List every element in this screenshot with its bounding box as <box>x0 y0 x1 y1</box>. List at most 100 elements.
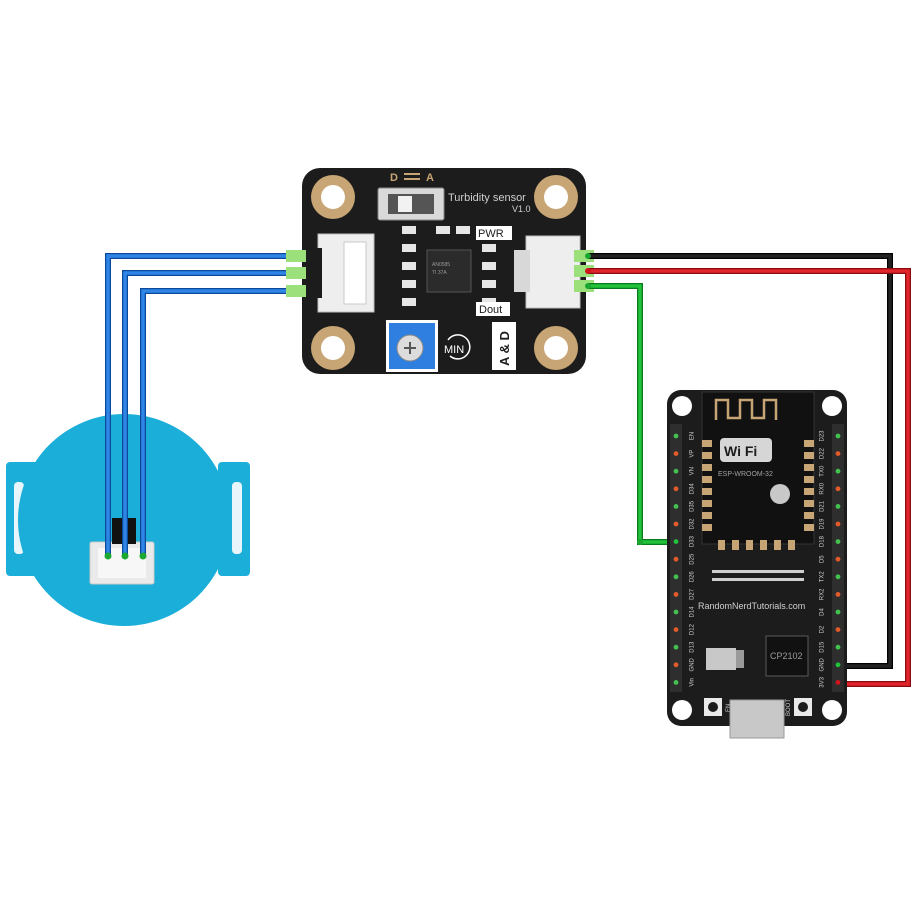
right-pin-d19[interactable] <box>835 521 841 527</box>
right-pin-tx0[interactable] <box>835 468 841 474</box>
switch-label-d: D <box>390 172 398 184</box>
turbidity-sensor-board: D A Turbidity sensor V1.0 <box>286 168 594 374</box>
left-pin-en[interactable] <box>673 433 679 439</box>
right-pin-label: D15 <box>820 641 826 653</box>
left-pin-label: D34 <box>690 483 696 495</box>
right-pin-label: GND <box>820 657 826 671</box>
blue-wire-1 <box>106 254 296 556</box>
left-pin-d35[interactable] <box>673 504 679 509</box>
output-header <box>525 235 581 309</box>
left-pin-vn[interactable] <box>673 468 679 474</box>
left-pin-d13[interactable] <box>673 644 679 650</box>
right-pin-rx2[interactable] <box>835 592 841 597</box>
red-wire-3v3 <box>588 269 910 686</box>
micro-usb-port[interactable] <box>729 699 785 739</box>
left-pin-gnd[interactable] <box>673 662 679 668</box>
right-pin-label: TX0 <box>820 465 826 477</box>
mode-switch-knob[interactable] <box>398 196 412 212</box>
svg-text:AN0585: AN0585 <box>432 262 450 268</box>
left-pin-label: EN <box>690 432 696 440</box>
right-pin-label: D22 <box>820 447 826 459</box>
left-pin-label: D33 <box>690 535 696 547</box>
pwr-label: PWR <box>478 228 504 240</box>
left-pin-d34[interactable] <box>673 486 679 492</box>
module-pads <box>702 440 814 550</box>
left-pin-d25[interactable] <box>673 556 679 562</box>
smd-components <box>402 226 496 306</box>
antenna-trace <box>714 398 778 420</box>
left-pin-d33[interactable] <box>673 539 679 544</box>
wifi-logo <box>720 438 772 462</box>
left-pin-label: D26 <box>690 571 696 583</box>
switch-label-a: A <box>426 172 434 184</box>
right-pin-label: D4 <box>820 608 826 616</box>
module-name: ESP-WROOM-32 <box>718 471 773 478</box>
rotate-arrow-icon <box>447 334 471 360</box>
esp32-hole-bl <box>672 700 692 720</box>
probe-header-pin-3 <box>286 285 306 297</box>
blue-wire-1-end <box>104 552 112 560</box>
left-pin-label: D25 <box>690 553 696 565</box>
probe-wires <box>104 253 296 560</box>
usb-uart-chip-label: CP2102 <box>770 651 803 661</box>
left-pin-label: D32 <box>690 518 696 530</box>
espressif-logo-icon <box>770 484 790 504</box>
right-pin-d22[interactable] <box>835 451 841 456</box>
esp32-hole-br <box>822 700 842 720</box>
right-pin-label: RX2 <box>820 588 826 600</box>
left-pin-label: Vin <box>690 678 696 687</box>
right-pin-tx2[interactable] <box>835 574 841 580</box>
left-pin-label: D35 <box>690 500 696 512</box>
right-pin-d5[interactable] <box>835 556 841 562</box>
left-pin-d27[interactable] <box>673 592 679 597</box>
right-pin-label: D5 <box>820 555 826 563</box>
right-pin-d4[interactable] <box>835 609 841 615</box>
board-title: Turbidity sensor <box>448 192 526 204</box>
mounting-holes <box>311 175 578 370</box>
green-wire-signal <box>588 284 680 544</box>
left-pin-label: GND <box>690 657 696 671</box>
right-pin-d18[interactable] <box>835 539 841 544</box>
right-pin-label: D18 <box>820 535 826 547</box>
min-label: MIN <box>444 344 464 356</box>
right-pin-rx0[interactable] <box>835 486 841 492</box>
esp32-hole-tl <box>672 396 692 416</box>
usb-uart-chip <box>765 635 809 677</box>
right-pin-d23[interactable] <box>835 433 841 439</box>
left-pin-d32[interactable] <box>673 521 679 527</box>
left-pin-vin[interactable] <box>673 680 679 685</box>
right-pin-label: D23 <box>820 430 826 442</box>
right-pin-label: D19 <box>820 518 826 530</box>
probe-header-pin-2 <box>286 267 306 279</box>
left-pin-vp[interactable] <box>673 451 679 456</box>
green-wire-outline <box>588 283 680 545</box>
left-pin-label: VP <box>690 450 696 458</box>
right-pin-label: 3V3 <box>820 676 826 687</box>
power-signal-wires <box>585 253 911 687</box>
right-pin-label: D21 <box>820 500 826 512</box>
left-pin-d14[interactable] <box>673 609 679 615</box>
left-pin-d26[interactable] <box>673 574 679 580</box>
op-amp-chip <box>426 249 472 293</box>
right-pin-d15[interactable] <box>835 644 841 650</box>
right-pin-d21[interactable] <box>835 504 841 509</box>
voltage-regulator <box>706 648 736 670</box>
esp32-board: Wi Fi ESP-WROOM-32 <box>667 390 847 739</box>
right-pin-label: RX0 <box>820 482 826 494</box>
right-pin-gnd[interactable] <box>835 662 841 668</box>
black-wire-gnd <box>588 254 892 668</box>
left-pin-d12[interactable] <box>673 627 679 632</box>
right-pin-3v3[interactable] <box>835 680 841 685</box>
right-pin-label: TX2 <box>820 571 826 583</box>
left-pin-label: D14 <box>690 606 696 618</box>
probe-header-pin-1 <box>286 250 306 262</box>
right-pin-d2[interactable] <box>835 627 841 632</box>
left-pin-header: ENVPVND34D35D32D33D25D26D27D14D12D13GNDV… <box>670 424 696 692</box>
boot-button-label: BOOT <box>786 699 792 716</box>
board-version: V1.0 <box>512 204 531 214</box>
esp32-hole-tr <box>822 396 842 416</box>
wroom-module <box>701 391 815 545</box>
website-label: RandomNerdTutorials.com <box>698 601 805 611</box>
wifi-logo-text: Wi Fi <box>724 443 757 459</box>
right-pin-header: D23D22TX0RX0D21D19D18D5TX2RX2D4D2D15GND3… <box>820 424 844 692</box>
